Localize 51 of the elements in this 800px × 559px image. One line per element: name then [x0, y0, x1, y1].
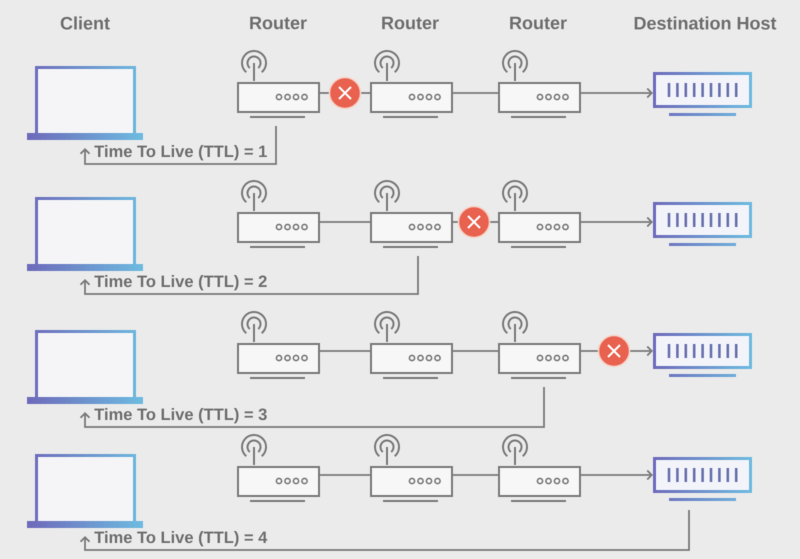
arrow	[80, 256, 419, 295]
column-heading: Router	[510, 16, 567, 30]
router-icon	[498, 50, 581, 118]
router-icon	[237, 311, 320, 379]
router-icon	[237, 434, 320, 502]
router-icon	[370, 50, 453, 118]
column-heading: Destination Host	[634, 16, 776, 30]
edge-label: Time To Live (TTL) = 2	[93, 274, 268, 292]
arrow	[80, 510, 690, 551]
column-heading: Client	[60, 16, 110, 30]
line	[453, 92, 498, 94]
router-icon	[237, 180, 320, 248]
arrow	[581, 216, 653, 228]
arrow	[630, 346, 653, 356]
line	[581, 350, 598, 352]
monitor-icon	[653, 333, 752, 377]
edge-label: Time To Live (TTL) = 4	[93, 530, 268, 548]
monitor-icon	[653, 457, 752, 501]
line	[320, 474, 370, 476]
router-icon	[370, 434, 453, 502]
edge-label: Time To Live (TTL) = 3	[93, 407, 268, 424]
line	[453, 474, 498, 476]
line	[320, 92, 329, 94]
line	[320, 221, 370, 223]
cross-icon	[328, 76, 362, 110]
column-heading: Router	[250, 16, 307, 30]
router-icon	[498, 311, 581, 379]
laptop-icon	[27, 197, 143, 271]
laptop-icon	[27, 454, 143, 528]
arrow	[80, 126, 277, 165]
laptop-icon	[27, 330, 143, 404]
column-heading: Router	[382, 16, 439, 30]
monitor-icon	[653, 202, 752, 246]
cross-icon	[598, 334, 630, 368]
line	[490, 221, 498, 223]
edge-label: Time To Live (TTL) = 1	[93, 144, 268, 162]
line	[453, 350, 498, 352]
arrow	[80, 387, 545, 428]
router-icon	[237, 50, 320, 118]
laptop-icon	[27, 66, 143, 140]
cross-icon	[458, 206, 490, 238]
router-icon	[370, 180, 453, 248]
monitor-icon	[653, 72, 752, 116]
arrow	[581, 88, 653, 98]
arrow	[581, 470, 653, 480]
line	[453, 221, 458, 223]
router-icon	[498, 180, 581, 248]
router-icon	[498, 434, 581, 502]
router-icon	[370, 311, 453, 379]
line	[320, 350, 370, 352]
line	[361, 92, 370, 94]
